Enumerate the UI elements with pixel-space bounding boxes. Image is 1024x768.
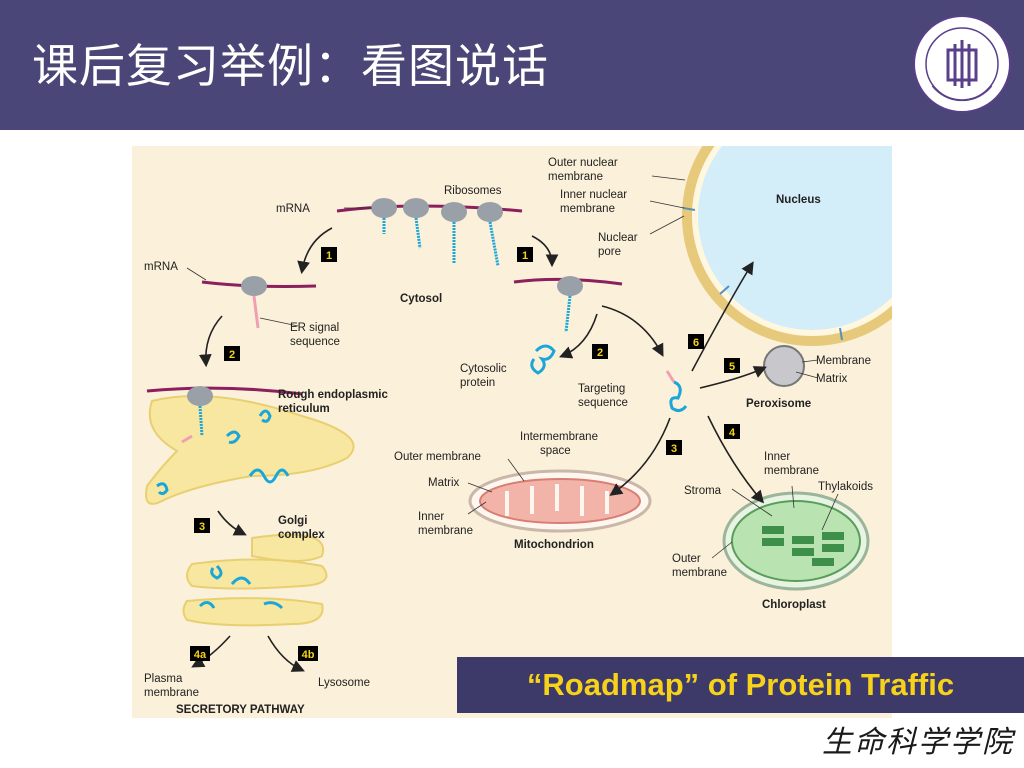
label-outer-nuclear-1: Outer nuclear bbox=[548, 157, 618, 169]
protein-traffic-diagram: 1 1 2 2 3 3 4a 4b 4 5 6 bbox=[132, 146, 892, 718]
label-rough-er-2: reticulum bbox=[278, 403, 330, 415]
ribosome-cytosol bbox=[513, 276, 623, 333]
label-nucleus: Nucleus bbox=[776, 194, 821, 206]
golgi-complex bbox=[182, 533, 328, 627]
label-targeting-1: Targeting bbox=[578, 383, 625, 395]
chloroplast bbox=[722, 491, 870, 591]
label-inner-membrane-chloro-1: Inner bbox=[764, 451, 790, 463]
step-markers: 1 1 2 2 3 3 4a 4b 4 5 6 bbox=[190, 247, 740, 661]
label-golgi-1: Golgi bbox=[278, 515, 307, 527]
label-intermembrane-2: space bbox=[540, 445, 571, 457]
label-matrix-mito: Matrix bbox=[428, 477, 460, 489]
label-inner-membrane-mito-2: membrane bbox=[418, 525, 473, 537]
step-2-left: 2 bbox=[229, 349, 235, 361]
label-cytosolic-1: Cytosolic bbox=[460, 363, 507, 375]
caption-banner: “Roadmap” of Protein Traffic bbox=[457, 657, 1024, 713]
label-mrna-left: mRNA bbox=[144, 261, 178, 273]
step-4: 4 bbox=[729, 427, 736, 439]
step-1-left: 1 bbox=[326, 250, 332, 262]
label-rough-er-1: Rough endoplasmic bbox=[278, 389, 389, 401]
slide-title: 课后复习举例：看图说话 bbox=[32, 39, 549, 93]
label-inner-membrane-mito-1: Inner bbox=[418, 511, 444, 523]
label-mrna-top: mRNA bbox=[276, 203, 310, 215]
label-matrix-peroxisome: Matrix bbox=[816, 373, 848, 385]
caption-text: “Roadmap” of Protein Traffic bbox=[526, 667, 955, 702]
label-plasma-1: Plasma bbox=[144, 673, 183, 685]
label-targeting-2: sequence bbox=[578, 397, 628, 409]
step-2-right: 2 bbox=[597, 347, 603, 359]
label-er-signal-2: sequence bbox=[290, 336, 340, 348]
step-4a: 4a bbox=[194, 649, 207, 661]
label-stroma: Stroma bbox=[684, 485, 722, 497]
label-nuclear-pore-1: Nuclear bbox=[598, 232, 638, 244]
label-inner-membrane-chloro-2: membrane bbox=[764, 465, 819, 477]
label-thylakoids: Thylakoids bbox=[818, 481, 873, 493]
step-3-left: 3 bbox=[199, 521, 205, 533]
label-membrane: Membrane bbox=[816, 355, 871, 367]
step-5: 5 bbox=[729, 361, 735, 373]
label-cytosol: Cytosol bbox=[400, 293, 442, 305]
mitochondrion bbox=[468, 469, 652, 533]
label-intermembrane-1: Intermembrane bbox=[520, 431, 598, 443]
label-mitochondrion: Mitochondrion bbox=[514, 539, 594, 551]
label-outer-membrane-chloro-1: Outer bbox=[672, 553, 701, 565]
title-bar: 课后复习举例：看图说话 bbox=[0, 0, 1024, 130]
ribosome-er-signal bbox=[201, 276, 317, 329]
label-peroxisome: Peroxisome bbox=[746, 398, 811, 410]
label-chloroplast: Chloroplast bbox=[762, 599, 826, 611]
label-nuclear-pore-2: pore bbox=[598, 246, 621, 258]
label-er-signal-1: ER signal bbox=[290, 322, 339, 334]
step-4b: 4b bbox=[302, 649, 315, 661]
label-lysosome: Lysosome bbox=[318, 677, 370, 689]
cytosolic-protein bbox=[530, 344, 556, 375]
rough-er bbox=[145, 386, 355, 505]
step-1-right: 1 bbox=[522, 250, 528, 262]
label-inner-nuclear-2: membrane bbox=[560, 203, 615, 215]
targeting-protein bbox=[665, 370, 688, 413]
label-outer-membrane-mito: Outer membrane bbox=[394, 451, 481, 463]
nucleus bbox=[682, 146, 892, 346]
label-ribosomes: Ribosomes bbox=[444, 185, 502, 197]
step-3-right: 3 bbox=[671, 443, 677, 455]
label-cytosolic-2: protein bbox=[460, 377, 495, 389]
label-outer-membrane-chloro-2: membrane bbox=[672, 567, 727, 579]
university-seal-logo bbox=[913, 15, 1011, 113]
ribosomes-top bbox=[336, 198, 523, 267]
label-outer-nuclear-2: membrane bbox=[548, 171, 603, 183]
label-secretory-pathway: SECRETORY PATHWAY bbox=[176, 704, 305, 716]
pathway-arrows bbox=[191, 227, 767, 672]
step-6: 6 bbox=[693, 337, 699, 349]
peroxisome bbox=[763, 345, 805, 387]
leader-lines bbox=[186, 175, 839, 559]
footer-school-name: 生命科学学院 bbox=[822, 725, 1014, 760]
label-plasma-2: membrane bbox=[144, 687, 199, 699]
label-golgi-2: complex bbox=[278, 529, 325, 541]
label-inner-nuclear-1: Inner nuclear bbox=[560, 189, 627, 201]
